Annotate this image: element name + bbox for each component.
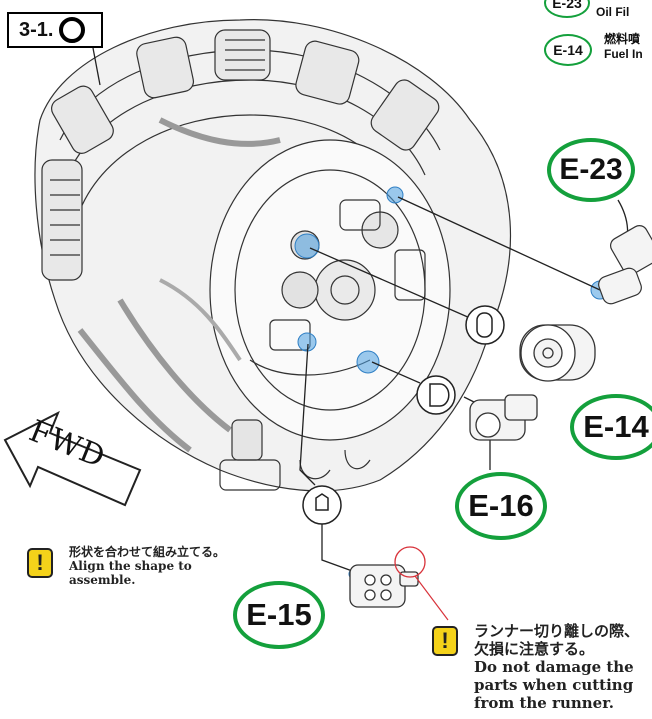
legend-text-e14: 燃料噴 Fuel In	[604, 32, 643, 62]
damage-note: ランナー切り離しの際、 欠損に注意する。 Do not damage the p…	[474, 622, 639, 712]
align-note: 形状を合わせて組み立てる。 Align the shape to assembl…	[69, 545, 225, 587]
legend-oval-e14: E-14	[544, 34, 592, 66]
legend-code: E-14	[553, 42, 583, 58]
part-label-e16: E-16	[455, 472, 547, 540]
align-note-en-2: assemble.	[69, 573, 136, 587]
step-label: 3-1.	[7, 12, 103, 48]
part-code: E-15	[246, 597, 312, 632]
part-code: E-14	[583, 409, 649, 444]
legend-text-e23: Oil Fil	[596, 5, 629, 20]
legend-text-en: Oil Fil	[596, 5, 630, 19]
part-label-e15: E-15	[233, 581, 325, 649]
legend-text-ja: 燃料噴	[604, 32, 641, 46]
warning-icon: !	[432, 626, 458, 656]
align-note-en-1: Align the shape to	[69, 559, 192, 573]
damage-note-ja-1: ランナー切り離しの際、	[474, 622, 640, 640]
warning-icon: !	[27, 548, 53, 578]
damage-note-ja-2: 欠損に注意する。	[474, 640, 595, 658]
legend-code: E-23	[552, 0, 582, 11]
part-code: E-16	[468, 488, 534, 523]
align-note-ja: 形状を合わせて組み立てる。	[69, 545, 226, 559]
part-label-e14: E-14	[570, 394, 652, 460]
legend-text-en: Fuel In	[604, 47, 643, 61]
part-code: E-23	[559, 153, 623, 186]
fwd-arrow	[3, 410, 142, 507]
part-label-e23: E-23	[547, 138, 635, 202]
step-number: 3-1.	[19, 18, 54, 41]
damage-note-en-1: Do not damage the	[474, 658, 634, 676]
damage-note-en-3: from the runner.	[474, 694, 614, 712]
circle-icon	[59, 17, 86, 43]
damage-note-en-2: parts when cutting	[474, 676, 634, 694]
